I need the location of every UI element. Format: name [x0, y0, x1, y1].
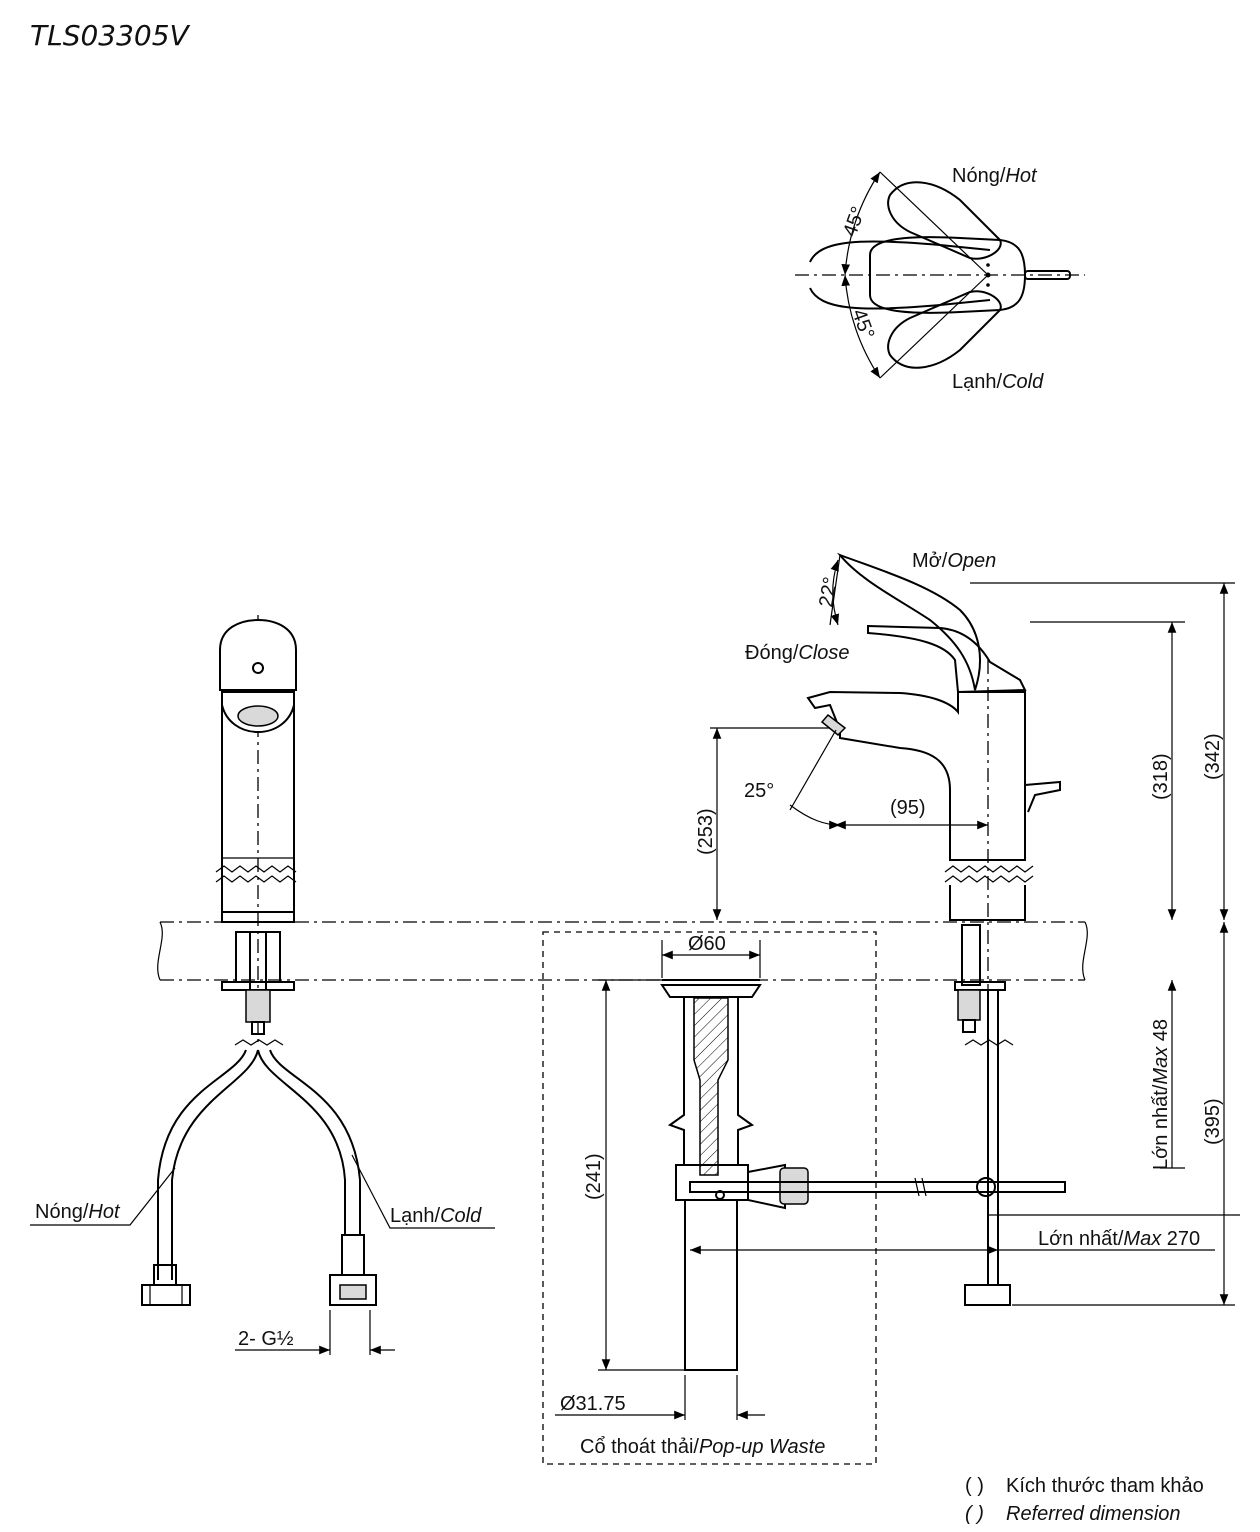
side-view: 25° 22° Mở/Open Đóng/Close (95) (253) (3…	[690, 550, 1240, 1306]
close-label: Đóng/Close	[745, 642, 850, 664]
front-cold-label: Lạnh/Cold	[390, 1205, 482, 1227]
legend-vi: Kích thước tham khảo	[1006, 1475, 1204, 1497]
height-318-dim: (318)	[1150, 753, 1172, 800]
spout-reach-dim: (95)	[890, 797, 926, 819]
top-hot-label: Nóng/Hot	[952, 165, 1038, 187]
thread-size: 2- G½	[238, 1328, 294, 1350]
counter-slab	[157, 921, 1088, 981]
front-hot-label: Nóng/Hot	[35, 1201, 121, 1223]
front-view: 2- G½ Nóng/Hot Lạnh/Cold	[30, 615, 495, 1355]
model-number: TLS03305V	[30, 19, 191, 52]
height-342-dim: (342)	[1202, 733, 1224, 780]
max48-dim: Lớn nhất/Max 48	[1150, 1019, 1172, 1170]
legend-en: Referred dimension	[1006, 1503, 1181, 1525]
legend: ( ) Kích thước tham khảo ( ) Referred di…	[965, 1475, 1204, 1525]
spout-height-dim: (253)	[695, 808, 717, 855]
top-angle-hot: 45°	[839, 204, 870, 240]
top-angle-cold: 45°	[847, 306, 878, 342]
lever-angle: 22°	[815, 575, 842, 609]
top-cold-label: Lạnh/Cold	[952, 371, 1044, 393]
waste-dia-top: Ø60	[688, 933, 726, 955]
spout-angle: 25°	[744, 780, 774, 802]
max270-dim: Lớn nhất/Max 270	[1038, 1228, 1200, 1250]
waste-pipe-dia: Ø31.75	[560, 1393, 626, 1415]
height-395-dim: (395)	[1202, 1098, 1224, 1145]
legend-paren-2: ( )	[965, 1503, 984, 1525]
popup-waste: Ø60 (241) Ø31.75 Cổ thoát thải/Pop-up Wa…	[542, 931, 1066, 1465]
open-label: Mở/Open	[912, 550, 996, 572]
legend-paren-1: ( )	[965, 1475, 984, 1497]
top-view: 45° 45° Nóng/Hot Lạnh/Cold	[795, 165, 1085, 393]
waste-label: Cổ thoát thải/Pop-up Waste	[580, 1436, 825, 1458]
waste-height-dim: (241)	[583, 1153, 605, 1200]
